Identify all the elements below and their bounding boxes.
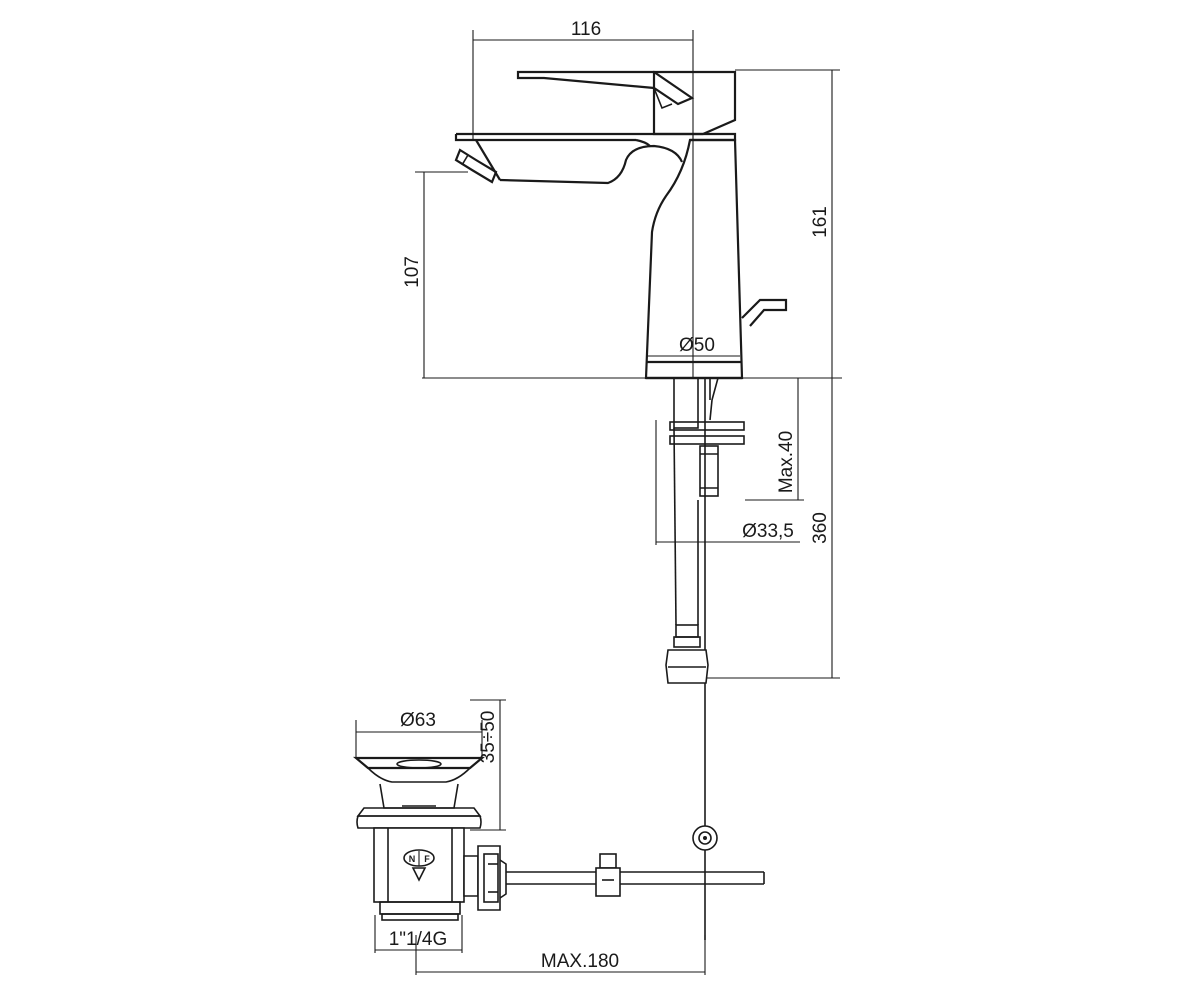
faucet-body <box>454 70 788 380</box>
dim-spout-height: 107 <box>402 256 423 288</box>
under-sink-parts <box>665 377 745 940</box>
logo-letter-left: N <box>409 854 416 864</box>
dimension-lines <box>355 30 842 975</box>
dim-waste-diameter: Ø63 <box>400 710 436 731</box>
dim-hose-length: 360 <box>810 512 831 544</box>
dim-overall-height: 161 <box>810 206 831 238</box>
logo-letter-right: F <box>424 854 430 864</box>
dimension-labels: 116 161 107 Ø50 Max.40 Ø33,5 360 Ø63 35÷… <box>389 19 831 972</box>
dim-rod-length: MAX.180 <box>541 951 619 972</box>
dim-waste-range: 35÷50 <box>478 711 499 764</box>
dim-base-diameter: Ø50 <box>679 335 715 356</box>
dim-max-thickness: Max.40 <box>776 431 797 493</box>
waste-assembly: N F <box>352 756 765 921</box>
dim-overall-width: 116 <box>571 19 601 40</box>
dim-waste-thread: 1"1/4G <box>389 929 448 950</box>
dim-hose-diameter: Ø33,5 <box>742 521 794 542</box>
